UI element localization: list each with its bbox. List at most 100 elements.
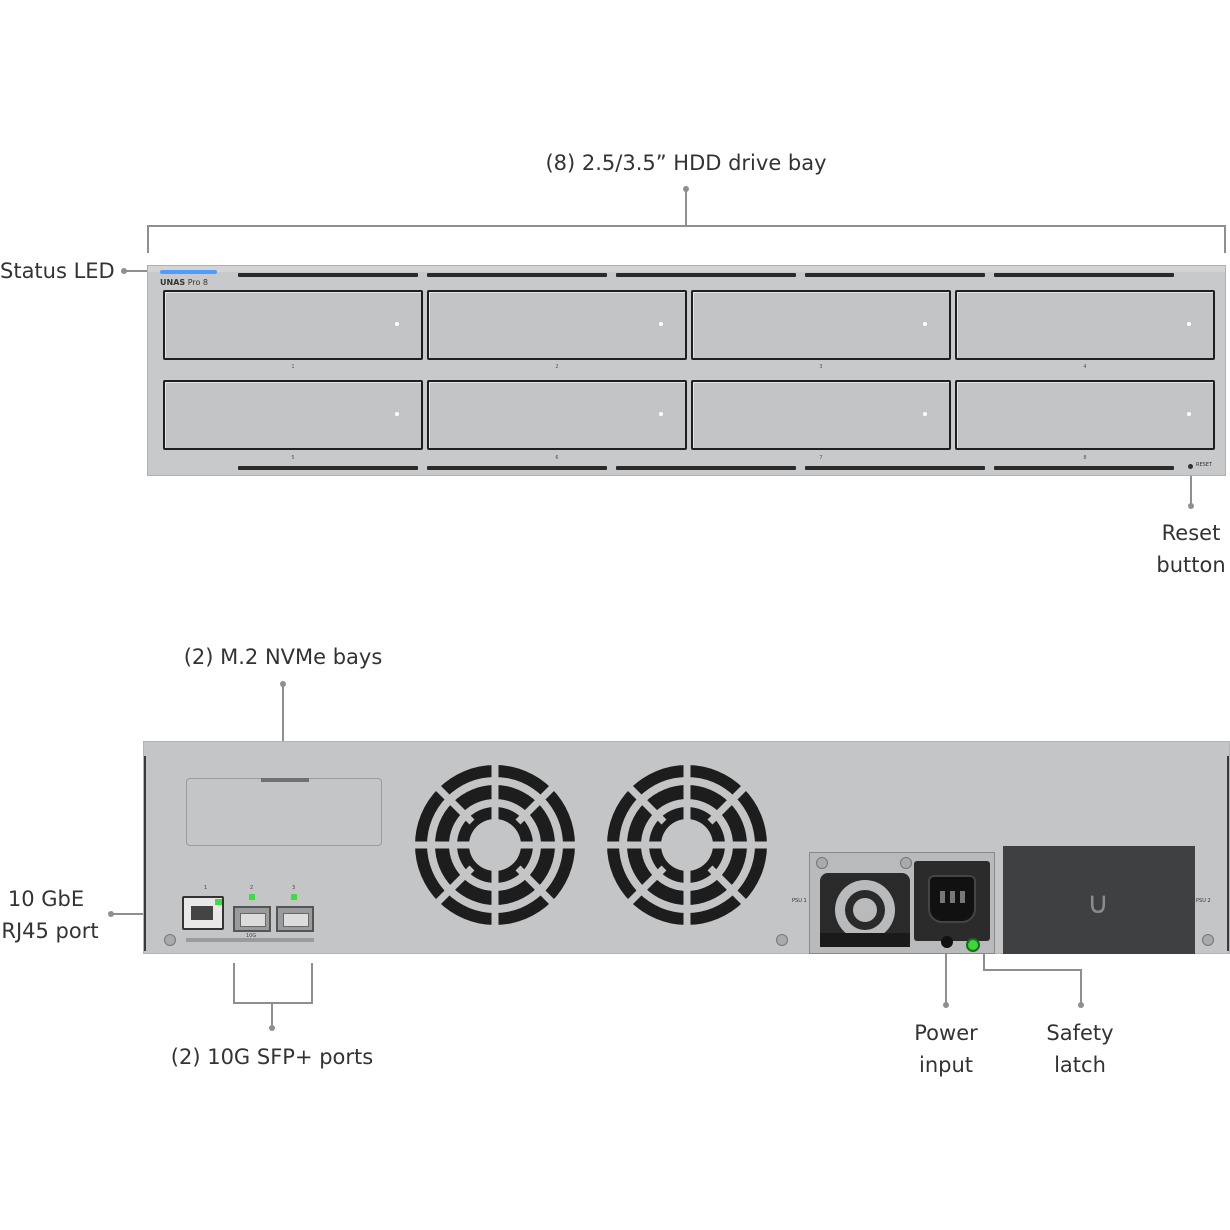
drive-bay-4[interactable] (955, 290, 1215, 360)
power-outlet-icon[interactable] (914, 861, 990, 941)
status-led-callout: Status LED (0, 259, 115, 283)
safety-latch[interactable] (966, 938, 980, 952)
model-label: UNAS Pro 8 (160, 278, 208, 287)
screw-icon (1202, 934, 1214, 946)
sfp-bracket-right (311, 963, 313, 1003)
sfp-callout: (2) 10G SFP+ ports (170, 1045, 374, 1069)
bay-number: 8 (1083, 455, 1087, 461)
latch-leader-dot (1078, 1002, 1084, 1008)
sfp-bracket-left (233, 963, 235, 1003)
vent-slot (427, 273, 607, 277)
sfp-link-led (249, 894, 255, 900)
psu-2-blank: ∪ (1003, 846, 1195, 954)
rj45-callout-line1: 10 GbE (7, 887, 85, 911)
rj45-leader-dot (108, 911, 114, 917)
power-input-hole (941, 936, 953, 948)
latch-callout-line2: latch (1054, 1053, 1106, 1077)
reset-callout-line2: button (1156, 553, 1226, 577)
vent-slot (994, 273, 1174, 277)
bay-number: 3 (819, 364, 823, 370)
model-label-brand: UNAS (160, 278, 186, 287)
reset-callout-line1: Reset (1161, 521, 1221, 545)
front-top-strip (148, 266, 1225, 272)
drive-bay-led (1187, 322, 1191, 326)
sfp-leader-dot (269, 1025, 275, 1031)
latch-leader-v1 (983, 954, 985, 970)
rj45-socket (191, 906, 213, 920)
power-leader-dot (943, 1002, 949, 1008)
latch-callout-line1: Safety (1046, 1021, 1114, 1045)
sfp-leader (271, 1002, 273, 1028)
drive-bay-led (659, 412, 663, 416)
rj45-port[interactable] (182, 896, 224, 930)
nvme-callout: (2) M.2 NVMe bays (183, 645, 383, 669)
vent-slot (805, 466, 985, 470)
hdd-bay-bracket-right (1224, 225, 1226, 253)
rj45-callout-line2: RJ45 port (1, 919, 99, 943)
psu-1[interactable] (809, 852, 995, 954)
screw-icon (164, 934, 176, 946)
drive-bay-5[interactable] (163, 380, 423, 450)
hdd-bay-callout: (8) 2.5/3.5” HDD drive bay (545, 151, 827, 175)
drive-bay-led (659, 322, 663, 326)
rear-edge-left (144, 756, 146, 951)
iec-pin (950, 891, 955, 903)
latch-leader-v2 (1080, 969, 1082, 1003)
sfp-port-2[interactable] (276, 906, 314, 932)
vent-slot (805, 273, 985, 277)
sfp-cage (240, 913, 266, 927)
vent-slot (616, 273, 796, 277)
vent-slot (427, 466, 607, 470)
fan-icon (412, 762, 578, 928)
screw-icon (776, 934, 788, 946)
nvme-bay-cover[interactable] (186, 778, 382, 846)
screw-icon (900, 857, 912, 869)
drive-bay-6[interactable] (427, 380, 687, 450)
status-led (160, 270, 217, 274)
reset-leader-dot (1188, 503, 1194, 509)
bay-number: 4 (1083, 364, 1087, 370)
front-panel: UNAS Pro 8 1 2 3 4 5 6 7 8 RESET (147, 265, 1226, 476)
vent-slot (616, 466, 796, 470)
power-callout-line2: input (918, 1053, 974, 1077)
vent-slot (238, 466, 418, 470)
sfp-link-led (291, 894, 297, 900)
bay-number: 6 (555, 455, 559, 461)
sfp-port-1[interactable] (233, 906, 271, 932)
bay-number: 2 (555, 364, 559, 370)
drive-bay-led (395, 412, 399, 416)
vent-slot (994, 466, 1174, 470)
iec-pin (940, 891, 945, 903)
iec-pin (960, 891, 965, 903)
port-group-bar (186, 938, 314, 942)
port-group-label: 10G (246, 933, 257, 939)
reset-button[interactable] (1188, 464, 1193, 469)
power-leader (945, 954, 947, 1004)
drive-bay-led (395, 322, 399, 326)
port-number: 2 (250, 885, 254, 891)
drive-bay-8[interactable] (955, 380, 1215, 450)
drive-bay-1[interactable] (163, 290, 423, 360)
reset-leader (1190, 476, 1192, 506)
vent-slot (238, 273, 418, 277)
bay-number: 5 (291, 455, 295, 461)
drive-bay-2[interactable] (427, 290, 687, 360)
reset-label: RESET (1196, 462, 1213, 468)
bay-number: 7 (819, 455, 823, 461)
hdd-bay-bracket (147, 225, 1226, 227)
drive-bay-3[interactable] (691, 290, 951, 360)
fan-icon (604, 762, 770, 928)
port-number: 1 (204, 885, 208, 891)
fan-icon (820, 873, 910, 947)
psu2-label: PSU 2 (1196, 898, 1211, 904)
rear-panel: 1 2 3 10G PSU 1 ∪ (143, 741, 1230, 954)
sfp-bracket (233, 1002, 313, 1004)
nvme-bay-notch (261, 778, 309, 782)
drive-bay-7[interactable] (691, 380, 951, 450)
rj45-link-led (215, 899, 222, 905)
iec-socket (928, 875, 976, 923)
status-led-leader (124, 270, 159, 272)
port-number: 3 (292, 885, 296, 891)
sfp-cage (283, 913, 309, 927)
drive-bay-led (923, 322, 927, 326)
